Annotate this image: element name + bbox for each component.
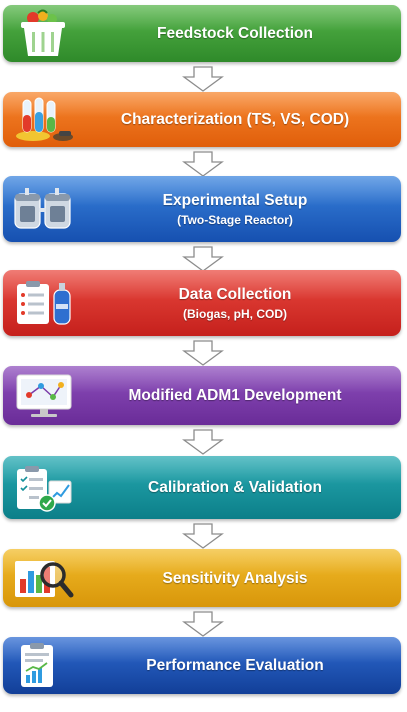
step-title: Data Collection (178, 285, 292, 303)
down-arrow-icon (180, 66, 226, 92)
down-arrow-icon (180, 523, 226, 549)
step-feedstock-collection: Feedstock Collection (3, 5, 401, 62)
down-arrow-icon (180, 429, 226, 455)
down-arrow-icon (180, 151, 226, 177)
checklist-validation-icon (11, 463, 77, 513)
step-title: Feedstock Collection (157, 25, 313, 42)
step-title: Modified ADM1 Development (128, 387, 342, 404)
step-title: Performance Evaluation (146, 657, 324, 674)
step-characterization: Characterization (TS, VS, COD) (3, 92, 401, 147)
test-tubes-icon (11, 95, 77, 145)
report-chart-icon (11, 641, 77, 691)
clipboard-gas-cylinder-icon (11, 278, 77, 328)
step-sensitivity-analysis: Sensitivity Analysis (3, 549, 401, 607)
step-title: Experimental Setup (162, 191, 308, 209)
reactor-tanks-icon (11, 184, 77, 234)
down-arrow-icon (180, 246, 226, 272)
step-performance-evaluation: Performance Evaluation (3, 637, 401, 694)
computer-model-icon (11, 371, 77, 421)
step-title: Characterization (TS, VS, COD) (120, 111, 350, 128)
step-subtitle: (Biogas, pH, COD) (183, 306, 287, 321)
step-calibration-validation: Calibration & Validation (3, 456, 401, 519)
step-subtitle: (Two-Stage Reactor) (177, 212, 293, 227)
step-modified-adm1-development: Modified ADM1 Development (3, 366, 401, 425)
step-title: Calibration & Validation (148, 479, 322, 496)
step-title: Sensitivity Analysis (162, 569, 308, 587)
down-arrow-icon (180, 340, 226, 366)
step-data-collection: Data Collection (Biogas, pH, COD) (3, 270, 401, 336)
bar-chart-magnifier-icon (11, 553, 77, 603)
down-arrow-icon (180, 611, 226, 637)
waste-bin-icon (11, 9, 77, 59)
step-experimental-setup: Experimental Setup (Two-Stage Reactor) (3, 176, 401, 242)
